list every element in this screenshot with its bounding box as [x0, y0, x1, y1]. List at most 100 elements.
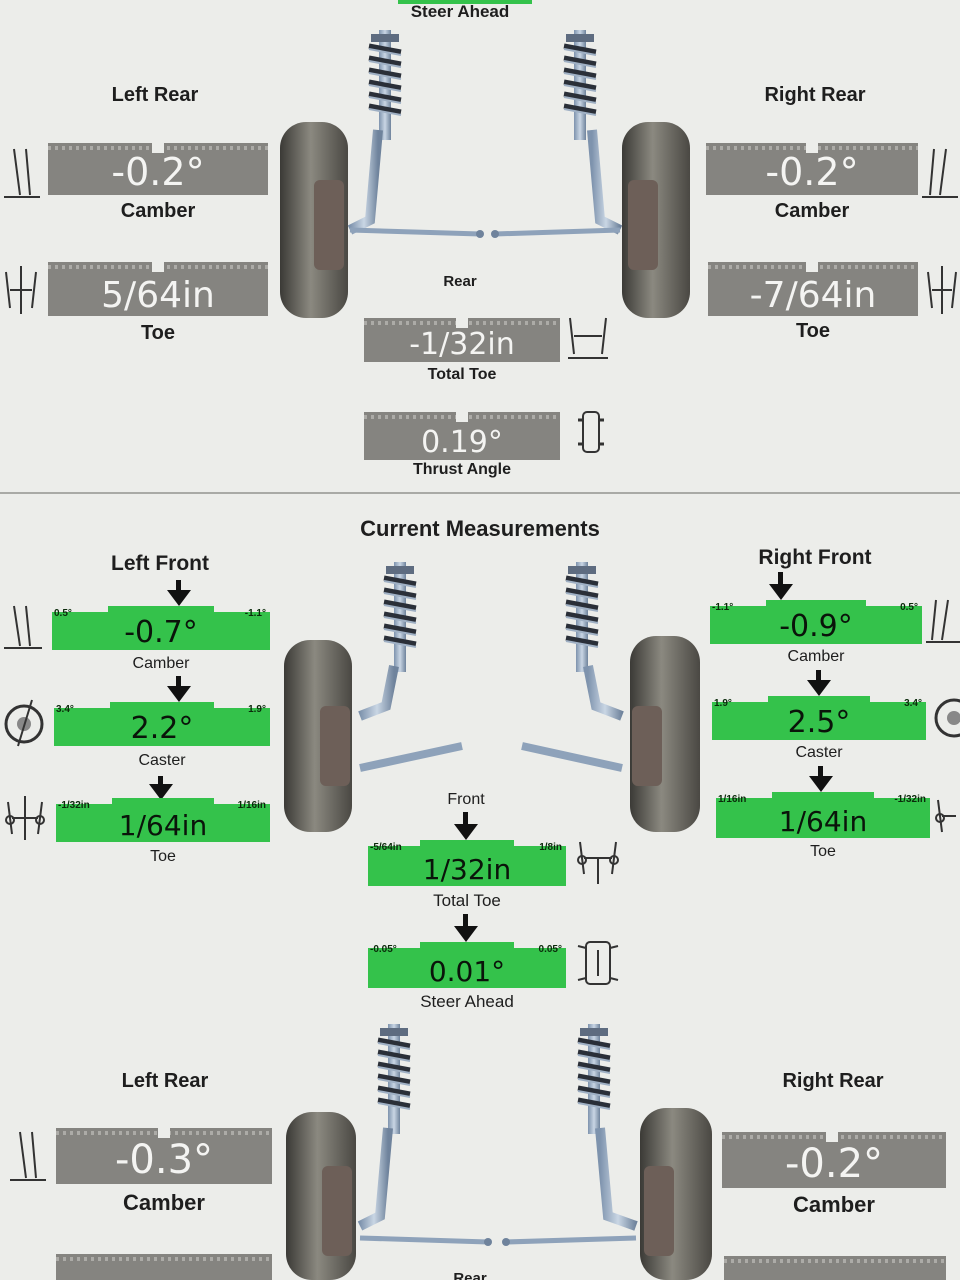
top-total-toe-value: -1/32in [409, 327, 515, 362]
bottom-left-rear-camber-label: Camber [123, 1190, 205, 1215]
bottom-right-rear-toe-gauge [724, 1256, 946, 1280]
steer-ahead-label: Steer Ahead [420, 992, 514, 1011]
target-arrow-stem [463, 914, 468, 928]
target-arrow [454, 926, 478, 942]
left-front-caster-min: 3.4° [56, 704, 74, 715]
target-arrow [149, 784, 173, 800]
steer-ahead-value: 0.01° [428, 955, 506, 988]
top-right-rear-camber-label: Camber [774, 200, 850, 222]
right-front-caster-min: 1.9° [714, 698, 732, 709]
right-front-toe-max: -1/32in [894, 794, 926, 805]
total-toe-icon [577, 841, 619, 884]
top-left-rear-toe-label: Toe [140, 322, 176, 344]
bottom-left-rear-camber-gauge: -0.3° [56, 1128, 272, 1184]
front-total-toe-label: Total Toe [433, 891, 501, 910]
toe-icon [927, 266, 957, 314]
target-arrow [167, 590, 191, 606]
thrust-angle-icon [578, 411, 604, 453]
section-divider [0, 492, 960, 494]
right-front-caster-gauge: 1.9° 3.4° 2.5° [712, 696, 926, 740]
front-suspension-illustration [284, 556, 700, 832]
top-total-toe-gauge: -1/32in [364, 318, 560, 362]
left-front-caster-label: Caster [138, 752, 186, 769]
top-left-rear-camber-value: -0.2° [111, 150, 205, 194]
bottom-left-rear-title: Left Rear [121, 1070, 209, 1092]
left-front-toe-value: 1/64in [118, 809, 208, 842]
caster-icon [934, 698, 960, 738]
toe-icon [5, 796, 45, 840]
target-arrow [769, 584, 793, 600]
right-front-caster-label: Caster [795, 744, 843, 761]
caster-icon [4, 699, 44, 747]
toe-icon [935, 799, 956, 833]
target-arrow-stem [818, 766, 823, 778]
camber-icon [4, 148, 40, 198]
left-front-camber-max: -1.1° [244, 608, 266, 619]
top-right-rear-toe-gauge: -7/64in [708, 262, 918, 316]
left-front-toe-gauge: -1/32in 1/16in 1/64in [56, 798, 270, 842]
target-arrow-stem [176, 676, 181, 688]
top-right-rear-toe-value: -7/64in [749, 275, 877, 316]
top-left-rear-camber-label: Camber [120, 200, 196, 222]
right-front-camber-min: -1.1° [712, 602, 734, 613]
camber-icon [922, 148, 958, 198]
steer-ahead-max: 0.05° [538, 944, 562, 955]
bottom-axle-label: Rear [453, 1270, 487, 1280]
top-steer-ahead-gauge-edge [398, 0, 532, 4]
top-thrust-angle-label: Thrust Angle [412, 461, 512, 478]
bottom-right-rear-camber-value: -0.2° [784, 1141, 884, 1187]
steer-ahead-gauge: -0.05° 0.05° 0.01° [368, 942, 566, 988]
top-right-rear-toe-label: Toe [795, 320, 831, 342]
top-right-rear-camber-gauge: -0.2° [706, 143, 918, 195]
front-axle-label: Front [447, 791, 485, 808]
top-steer-ahead-label: Steer Ahead [410, 2, 510, 21]
camber-icon [10, 1131, 46, 1181]
left-front-title: Left Front [111, 552, 209, 575]
top-left-rear-title: Left Rear [111, 84, 199, 106]
left-front-toe-max: 1/16in [237, 800, 266, 811]
front-total-toe-min: -5/64in [370, 842, 402, 853]
right-front-toe-min: 1/16in [718, 794, 747, 805]
left-front-camber-value: -0.7° [124, 615, 198, 650]
camber-icon [926, 599, 960, 643]
bottom-right-rear-camber-label: Camber [793, 1192, 875, 1217]
current-measurements-heading: Current Measurements [360, 516, 600, 541]
total-toe-icon [568, 317, 608, 359]
target-arrow [167, 686, 191, 702]
top-axle-label: Rear [443, 273, 477, 290]
steer-ahead-icon [577, 941, 619, 985]
target-arrow-stem [778, 572, 783, 586]
front-total-toe-value: 1/32in [422, 853, 512, 886]
right-front-camber-gauge: -1.1° 0.5° -0.9° [710, 600, 922, 644]
left-front-camber-min: 0.5° [54, 608, 72, 619]
right-front-toe-label: Toe [810, 843, 836, 860]
left-front-toe-label: Toe [150, 848, 176, 865]
rear-suspension-illustration [280, 20, 690, 318]
top-right-rear-camber-value: -0.2° [765, 150, 859, 194]
left-front-toe-min: -1/32in [58, 800, 90, 811]
bottom-right-rear-title: Right Rear [782, 1070, 884, 1092]
target-arrow [454, 824, 478, 840]
target-arrow [807, 680, 831, 696]
front-total-toe-max: 1/8in [539, 842, 562, 853]
right-front-title: Right Front [758, 546, 872, 569]
bottom-rear-suspension-illustration [286, 1016, 712, 1280]
top-total-toe-label: Total Toe [427, 366, 497, 383]
target-arrow [809, 776, 833, 792]
right-front-toe-value: 1/64in [778, 805, 868, 838]
right-front-caster-max: 3.4° [904, 698, 922, 709]
top-left-rear-camber-gauge: -0.2° [48, 143, 268, 195]
bottom-left-rear-camber-value: -0.3° [114, 1137, 214, 1183]
top-left-rear-toe-gauge: 5/64in [48, 262, 268, 316]
bottom-left-rear-toe-gauge [56, 1254, 272, 1280]
top-thrust-angle-gauge: 0.19° [364, 412, 560, 460]
top-thrust-angle-value: 0.19° [421, 425, 503, 460]
right-front-camber-value: -0.9° [779, 609, 853, 644]
left-front-caster-value: 2.2° [130, 711, 194, 746]
right-front-camber-max: 0.5° [900, 602, 918, 613]
top-right-rear-title: Right Rear [764, 84, 866, 106]
front-total-toe-gauge: -5/64in 1/8in 1/32in [368, 840, 566, 886]
steer-ahead-min: -0.05° [370, 944, 397, 955]
camber-icon [4, 605, 42, 649]
right-front-toe-gauge: 1/16in -1/32in 1/64in [716, 792, 930, 838]
